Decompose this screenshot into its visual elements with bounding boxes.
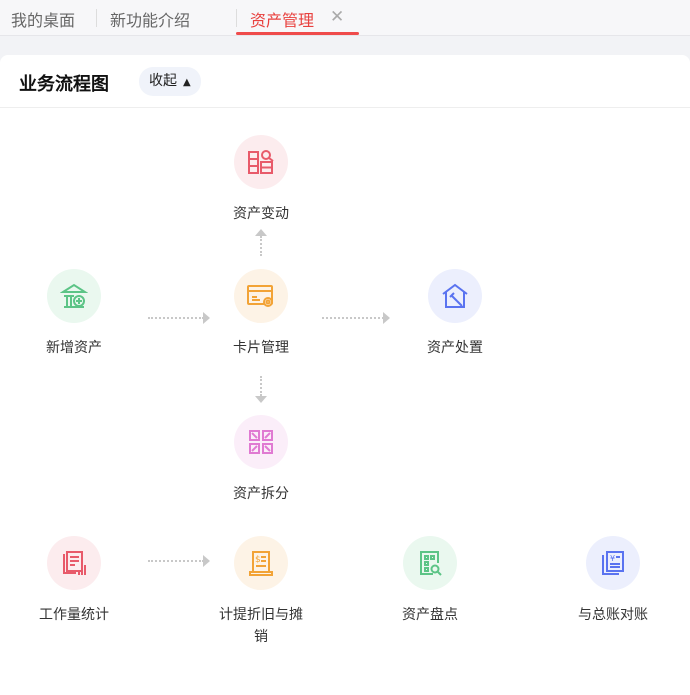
node-asset-disposal[interactable]: 资产处置 [395,269,515,359]
svg-text:$: $ [255,555,261,565]
tab-divider [96,9,97,27]
arrow-up [255,229,267,256]
node-label: 资产盘点 [402,607,458,623]
node-label: 资产处置 [427,340,483,356]
tab-bar: 我的桌面 新功能介绍 资产管理 ✕ [0,0,690,36]
collapse-button[interactable]: 收起 ▲ [139,67,201,96]
node-ledger-reconcile[interactable]: ¥ 与总账对账 [553,536,673,626]
depreciation-icon: $ [234,536,288,590]
asset-change-icon [234,135,288,189]
close-tab-icon[interactable]: ✕ [330,7,345,27]
node-label: 与总账对账 [578,607,648,623]
node-label: 卡片管理 [233,340,289,356]
node-asset-inventory[interactable]: 资产盘点 [370,536,490,626]
node-label: 新增资产 [46,340,102,356]
arrow-down [255,376,267,403]
node-workload-stats[interactable]: 工作量统计 [14,536,134,626]
workload-stats-icon [47,536,101,590]
card-management-icon [234,269,288,323]
node-label: 计提折旧与摊销 [219,607,303,645]
arrow-right [148,312,210,327]
collapse-label: 收起 [149,73,177,89]
active-tab-indicator [236,32,359,35]
node-depreciation[interactable]: $ 计提折旧与摊销 [201,536,321,648]
flowchart-card: 业务流程图 收起 ▲ [0,55,690,695]
node-label: 资产拆分 [233,486,289,502]
node-card-management[interactable]: 卡片管理 [201,269,321,359]
tab-divider [236,9,237,27]
chevron-up-icon: ▲ [183,77,191,88]
node-asset-change[interactable]: 资产变动 [201,135,321,225]
tab-asset-management[interactable]: 资产管理 [250,11,315,30]
add-asset-icon [47,269,101,323]
node-label: 工作量统计 [39,607,109,623]
arrow-right [322,312,390,327]
svg-text:¥: ¥ [610,554,615,563]
card-header: 业务流程图 收起 ▲ [0,55,690,108]
asset-inventory-icon [403,536,457,590]
tab-new-features[interactable]: 新功能介绍 [110,11,191,30]
asset-split-icon [234,415,288,469]
node-add-asset[interactable]: 新增资产 [14,269,134,359]
node-asset-split[interactable]: 资产拆分 [201,415,321,505]
arrow-right [148,555,210,570]
page-title: 业务流程图 [19,74,109,95]
asset-disposal-icon [428,269,482,323]
ledger-reconcile-icon: ¥ [586,536,640,590]
node-label: 资产变动 [233,206,289,222]
tab-my-desktop[interactable]: 我的桌面 [11,11,76,30]
